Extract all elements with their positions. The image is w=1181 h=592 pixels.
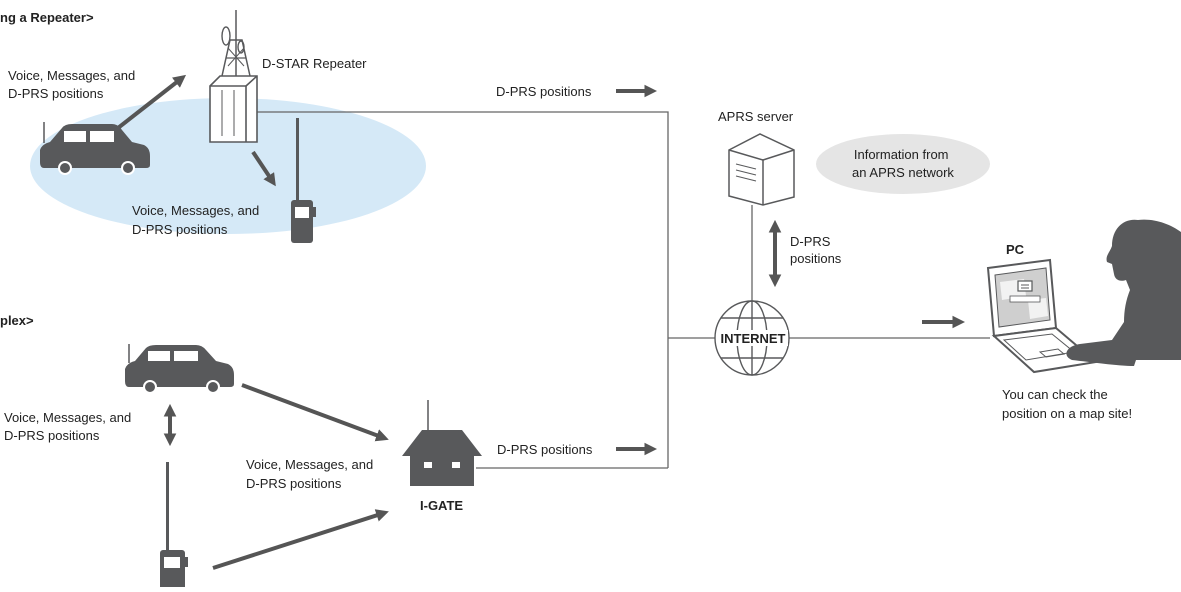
internet-label-bg (718, 330, 788, 346)
aprs-info-label: Information from an APRS network (852, 147, 954, 180)
simplex-section-heading: plex> (0, 313, 34, 328)
person-icon (1066, 219, 1181, 366)
car-to-igate-arrow (241, 383, 389, 442)
handheld-radio-icon (291, 118, 316, 243)
repeater-uplink-label: Voice, Messages, and D-PRS positions (8, 68, 139, 101)
dprs-bottom-label: D-PRS positions (497, 442, 593, 457)
aprs-server-label: APRS server (718, 109, 794, 124)
handheld-radio-icon (160, 462, 188, 590)
radio-to-igate-arrow (212, 509, 389, 570)
uplink-arrow (116, 74, 187, 130)
igate-label: I-GATE (420, 498, 463, 513)
internet-label: INTERNET (721, 331, 786, 346)
dprs-vertical-label: D-PRS positions (790, 234, 842, 266)
server-icon (728, 133, 795, 206)
dprs-top-label: D-PRS positions (496, 84, 592, 99)
house-icon (402, 400, 482, 486)
pc-caption: You can check the position on a map site… (1002, 387, 1132, 421)
downlink-arrow (251, 150, 276, 187)
laptop-icon (986, 258, 1099, 374)
repeater-section-heading: ng a Repeater> (0, 10, 94, 25)
tower-icon (209, 10, 258, 143)
car-icon (40, 122, 150, 175)
simplex-left-label: Voice, Messages, and D-PRS positions (4, 410, 135, 443)
aprs-network-bubble (816, 134, 990, 194)
simplex-mid-label: Voice, Messages, and D-PRS positions (246, 457, 377, 491)
repeater-coverage-area (30, 98, 426, 234)
repeater-link-line (257, 111, 669, 468)
repeater-name-label: D-STAR Repeater (262, 56, 367, 71)
repeater-downlink-label: Voice, Messages, and D-PRS positions (132, 203, 263, 237)
pc-label: PC (1006, 242, 1025, 257)
car-icon (125, 344, 234, 394)
